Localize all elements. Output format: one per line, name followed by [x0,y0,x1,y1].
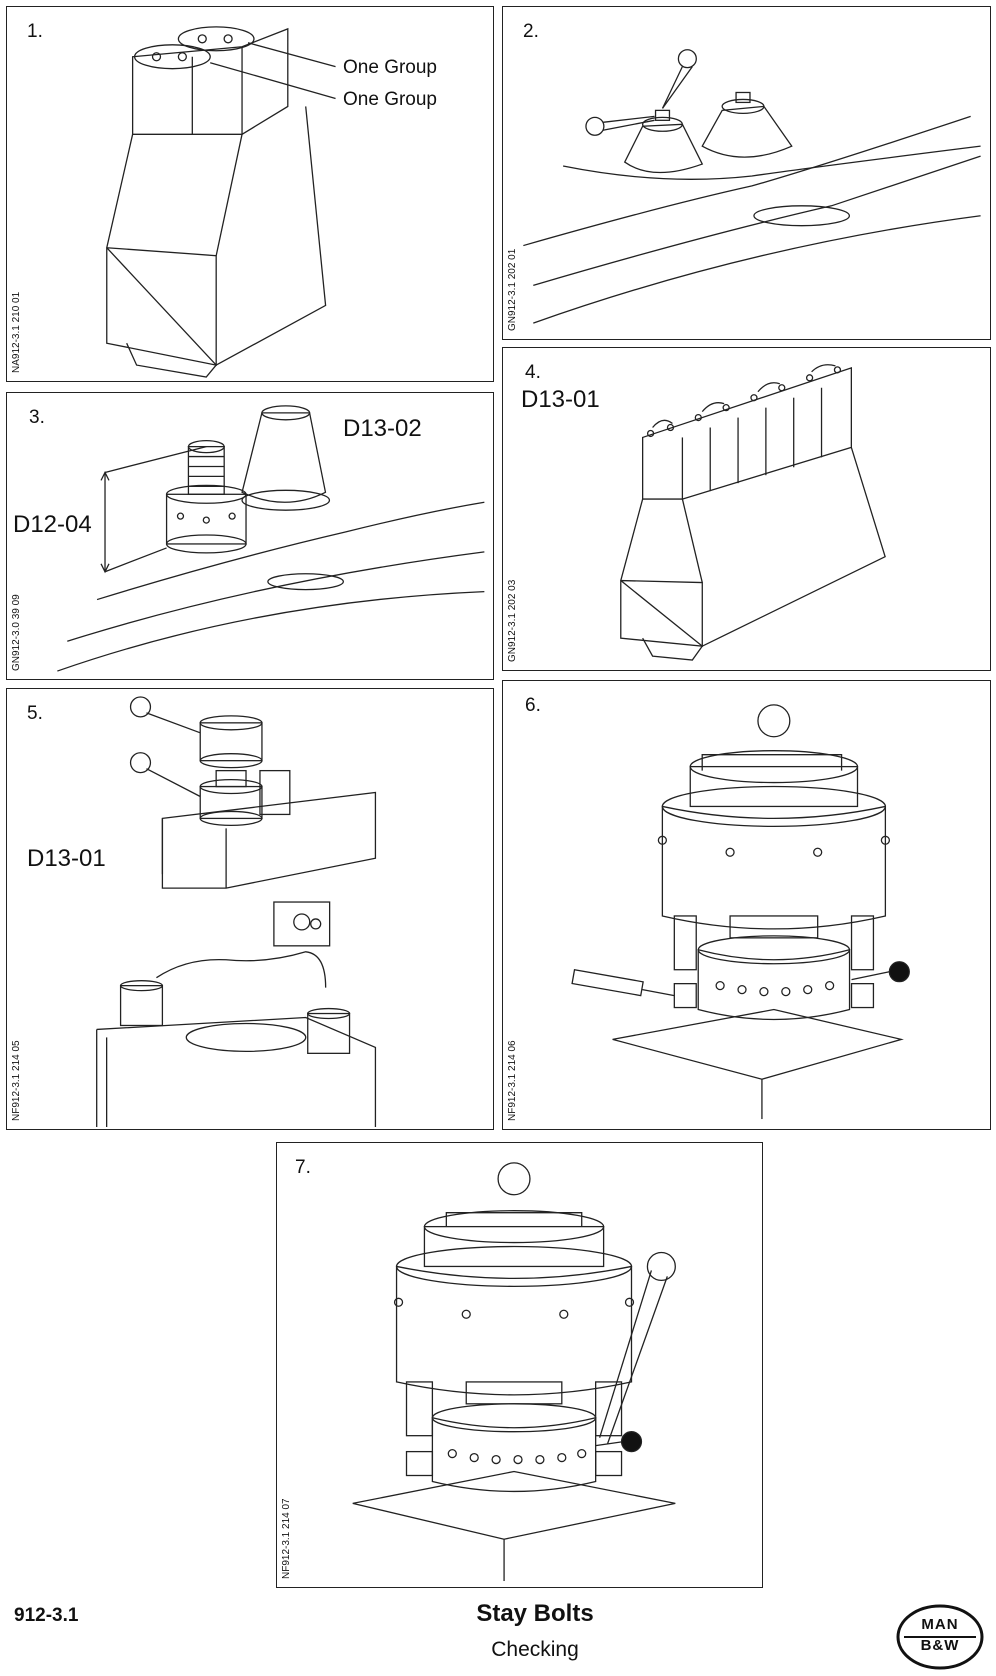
housing-bolt-sequence-drawing [620,364,886,661]
panel-number: 2. [523,21,539,42]
tool-label: D12-04 [13,511,92,538]
drawing-reference: GN912-3.0 39 09 [11,594,22,671]
page-title: Stay Bolts [476,1600,594,1627]
drawing-reference: NF912-3.1 214 07 [281,1498,292,1579]
section-code: 912-3.1 [14,1605,79,1626]
figure-panel-4: 4. D13-01 GN912-3.1 202 03 [502,347,991,671]
stay-bolt-nuts-drawing [523,49,981,324]
drawing-reference: NF912-3.1 214 06 [507,1040,518,1121]
drawing-reference: NF912-3.1 214 05 [11,1040,22,1121]
panel-number: 1. [27,21,43,42]
callout-label: One Group [343,89,437,110]
tool-label: D13-01 [521,386,600,413]
panel-number: 6. [525,695,541,716]
hydraulic-jacks-mounting-drawing [96,696,377,1128]
logo-text-bottom: B&W [920,1637,960,1654]
page-subtitle: Checking [491,1638,579,1661]
jack-and-nut-drawing [57,405,485,672]
logo-text-top: MAN [921,1616,959,1633]
figure-panel-5: 5. D13-01 NF912-3.1 214 05 [6,688,494,1130]
drawing-reference: NA912-3.1 210 01 [11,291,22,373]
bolt-group-housing-drawing [106,26,336,378]
panel-number: 3. [29,407,45,428]
tool-label: D13-02 [343,415,422,442]
drawing-reference: GN912-3.1 202 03 [507,579,518,662]
jack-nut-loosening-drawing [352,1162,676,1582]
panel-number: 4. [525,362,541,383]
figure-panel-7: 7. NF912-3.1 214 07 [276,1142,763,1588]
figure-panel-2: 2. GN912-3.1 202 01 [502,6,991,340]
figure-panel-1: 1. One Group One Group NA912-3.1 210 01 [6,6,494,382]
callout-label: One Group [343,57,437,78]
panel-number: 7. [295,1157,311,1178]
man-bw-logo: MAN B&W [896,1604,984,1670]
panel-number: 5. [27,703,43,724]
figure-panel-6: 6. NF912-3.1 214 06 [502,680,991,1130]
tool-label: D13-01 [27,845,106,872]
figure-panel-3: 3. D13-02 D12-04 GN912-3.0 39 09 [6,392,494,680]
drawing-reference: GN912-3.1 202 01 [507,248,518,331]
jack-pressure-check-drawing [571,704,910,1120]
